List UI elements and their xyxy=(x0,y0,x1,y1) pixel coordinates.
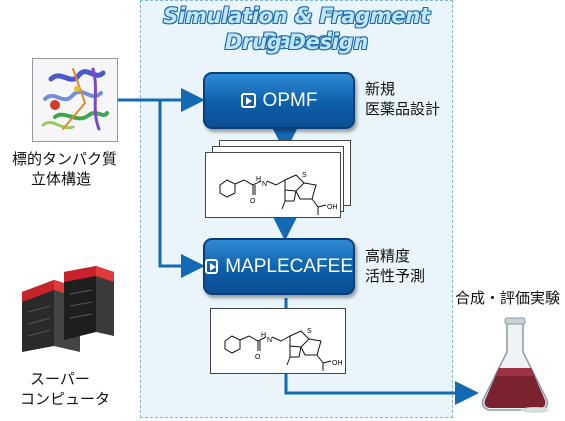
arrow-branch-to-maplecafee xyxy=(158,100,205,278)
play-icon xyxy=(240,93,256,108)
n-label: N xyxy=(267,337,272,344)
s-label: S xyxy=(307,328,312,335)
maplecafee-button-label: MAPLECAFEE xyxy=(225,255,353,277)
flask-image xyxy=(475,316,555,416)
protein-label-line2: 立体構造 xyxy=(31,170,92,188)
opmf-button[interactable]: OPMF xyxy=(203,72,355,129)
supercomputer-image xyxy=(14,262,118,354)
diagram-title-line2: Drug Design xyxy=(224,30,369,54)
synthesis-label: 合成・評価実験 xyxy=(455,289,561,307)
protein-structure-image xyxy=(32,58,118,142)
oh-label: OH xyxy=(327,204,338,211)
oh-label: OH xyxy=(332,360,343,367)
opmf-desc-line1: 新規 xyxy=(365,80,396,98)
opmf-button-label: OPMF xyxy=(262,89,318,111)
maplecafee-desc-line2: 活性予測 xyxy=(365,267,426,285)
supercomputer-label-line1: スーパー xyxy=(30,370,90,388)
opmf-desc-line2: 医薬品設計 xyxy=(365,100,441,118)
diagram-title-line1: Simulation & Fragment Based xyxy=(163,4,430,53)
nh-label: H xyxy=(261,332,266,339)
maplecafee-desc-line1: 高精度 xyxy=(365,247,411,265)
molecule-card-result: H N S O OH xyxy=(210,308,346,374)
n-label: N xyxy=(262,181,267,188)
o-label: O xyxy=(250,198,256,205)
penicillin-structure-1: H N S O OH xyxy=(219,172,338,215)
supercomputer-label-line2: コンピュータ xyxy=(20,390,111,408)
protein-label-line1: 標的タンパク質 xyxy=(12,150,118,168)
maplecafee-button[interactable]: MAPLECAFEE xyxy=(203,238,355,295)
play-icon xyxy=(205,259,219,274)
molecule-card-stack-front: H N S O OH xyxy=(205,152,341,218)
penicillin-structure-2: H N S O OH xyxy=(224,328,343,371)
nh-label: H xyxy=(256,176,261,183)
s-label: S xyxy=(302,172,307,179)
o-label: O xyxy=(255,354,261,361)
